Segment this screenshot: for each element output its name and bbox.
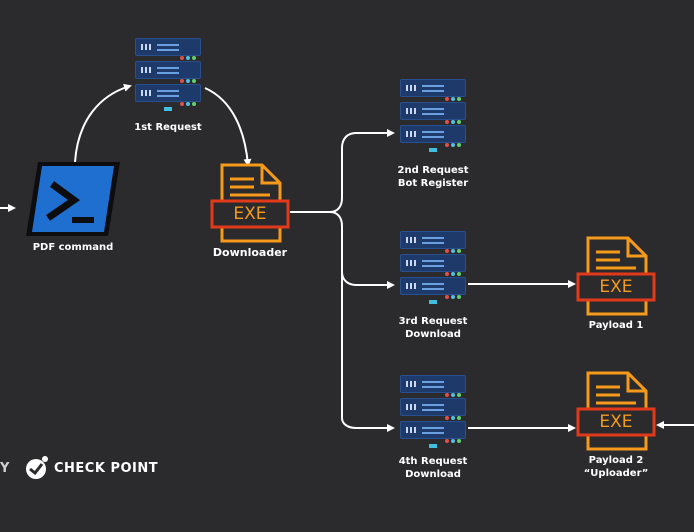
payload2-badge: EXE [599, 412, 633, 432]
request3-label-line1: 3rd Request [398, 316, 468, 327]
wire-to-request4 [341, 272, 395, 432]
request4-label-line2: Download [405, 469, 461, 480]
server-request4 [400, 375, 466, 448]
payload1-label: Payload 1 [588, 320, 644, 331]
request3-label-line2: Download [405, 329, 461, 340]
request2-label-line1: 2nd Request [397, 165, 469, 176]
wire-request1-to-downloader [204, 87, 252, 167]
server-request3 [400, 231, 466, 304]
server-request1 [135, 38, 201, 111]
wire-ps-to-request1 [74, 83, 132, 163]
payload2-label-line1: Payload 2 [588, 455, 644, 466]
payload1-exe-icon [576, 236, 656, 316]
payload2-label-line2: “Uploader” [583, 468, 649, 479]
downloader-label: Downloader [212, 246, 288, 259]
downloader-exe-icon [210, 163, 290, 243]
payload1-badge: EXE [599, 277, 633, 297]
request4-label-line1: 4th Request [398, 456, 468, 467]
brand-name: CHECK POINT [54, 461, 159, 476]
pdf-command-label: PDF command [32, 242, 114, 253]
request2-label-line2: Bot Register [397, 178, 469, 189]
downloader-badge: EXE [233, 204, 267, 224]
server-request2 [400, 79, 466, 152]
checkpoint-logo-icon [24, 455, 50, 481]
brand-partial-text: Y [0, 461, 10, 476]
request1-label: 1st Request [134, 122, 202, 133]
powershell-icon [24, 160, 122, 238]
wire-to-request3 [329, 211, 395, 289]
wire-downloader-trunk [290, 129, 395, 213]
payload2-exe-icon [576, 371, 656, 451]
